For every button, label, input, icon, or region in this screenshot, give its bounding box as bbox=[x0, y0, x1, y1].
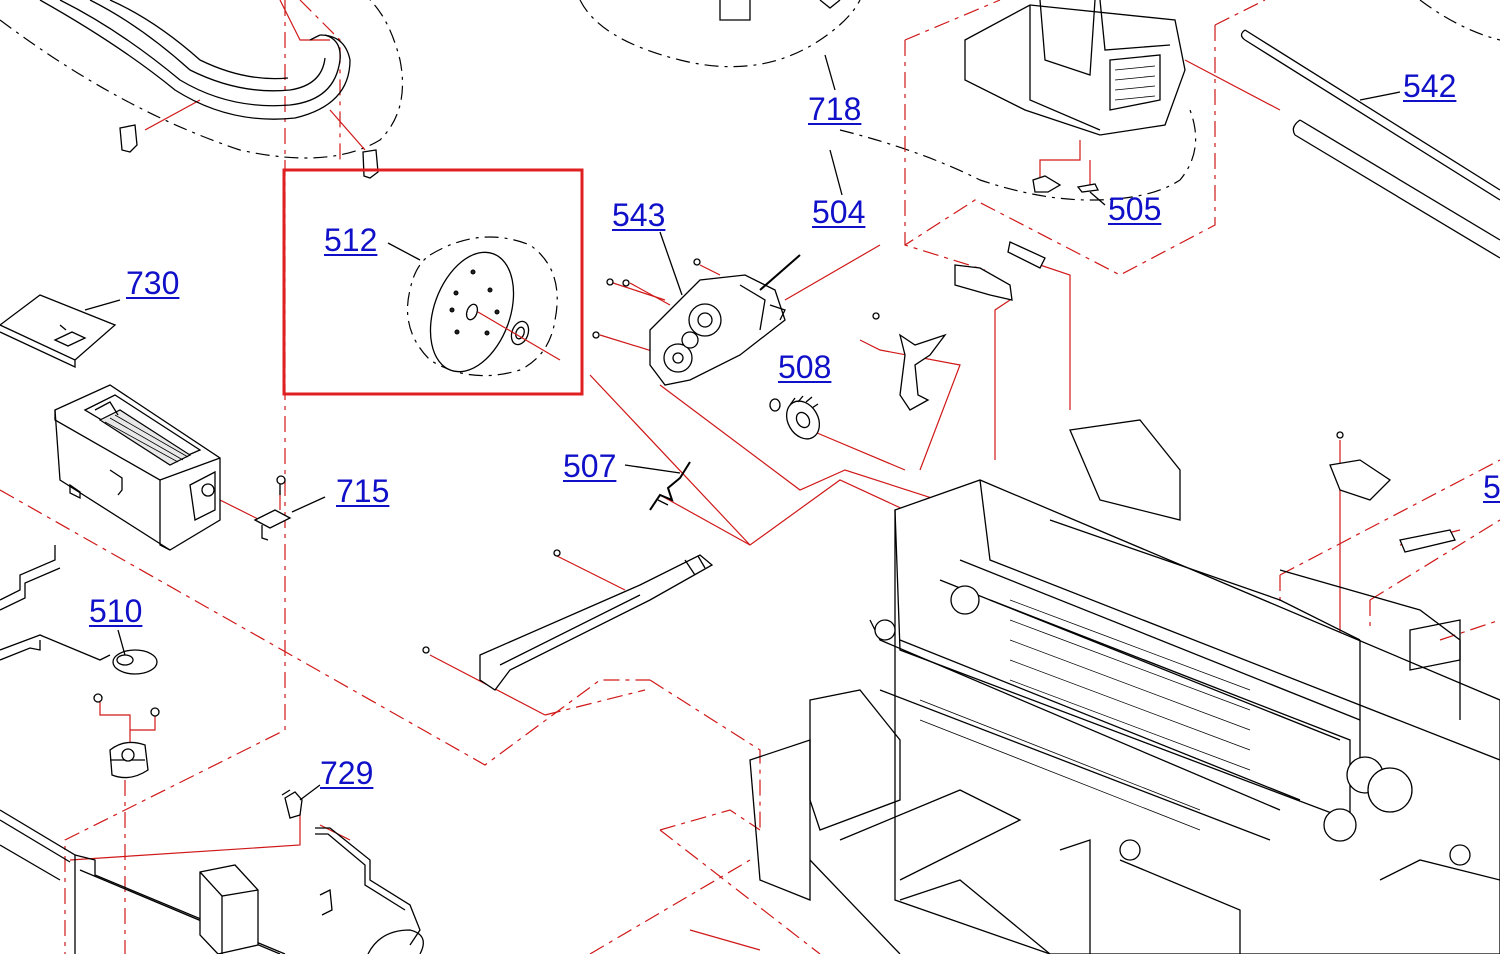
motor-mount-part bbox=[93, 693, 160, 779]
label-leaders bbox=[84, 54, 1401, 801]
part-link-510[interactable]: 510 bbox=[89, 593, 143, 629]
main-frame-part bbox=[749, 419, 1500, 954]
part-link-543[interactable]: 543 bbox=[612, 197, 666, 233]
bottom-left-housing bbox=[0, 809, 286, 954]
part-link-504[interactable]: 504 bbox=[812, 194, 866, 230]
part-link-730[interactable]: 730 bbox=[126, 265, 180, 301]
part-510-spring bbox=[0, 545, 158, 675]
part-link-505[interactable]: 505 bbox=[1108, 191, 1162, 227]
part-link-508[interactable]: 508 bbox=[778, 349, 832, 385]
phantom-outlines bbox=[0, 0, 1500, 377]
carriage-part bbox=[964, 0, 1186, 193]
part-link-partial-right[interactable]: 5 bbox=[1483, 469, 1500, 505]
cartridge-holder-part bbox=[54, 384, 221, 551]
part-link-718[interactable]: 718 bbox=[808, 91, 862, 127]
cable-guide-part bbox=[39, 0, 351, 120]
part-508-gear bbox=[769, 395, 821, 440]
long-lever-part bbox=[422, 549, 714, 691]
highlight-box-512 bbox=[282, 168, 584, 396]
part-542-shaft bbox=[1240, 29, 1500, 259]
part-link-715[interactable]: 715 bbox=[336, 473, 390, 509]
small-bracket-parts bbox=[954, 241, 1456, 553]
part-link-729[interactable]: 729 bbox=[320, 755, 374, 791]
part-512-disc bbox=[429, 251, 561, 373]
lever-arm-part bbox=[872, 312, 947, 411]
part-link-512[interactable]: 512 bbox=[324, 222, 378, 258]
part-730-cover bbox=[0, 294, 117, 369]
part-715-bracket bbox=[253, 475, 292, 541]
part-link-542[interactable]: 542 bbox=[1403, 68, 1457, 104]
part-507-spring bbox=[649, 461, 691, 511]
part-729-sensor bbox=[281, 789, 424, 954]
clip-parts bbox=[119, 0, 841, 179]
part-link-507[interactable]: 507 bbox=[563, 448, 617, 484]
part-543-gearbox bbox=[592, 254, 801, 386]
